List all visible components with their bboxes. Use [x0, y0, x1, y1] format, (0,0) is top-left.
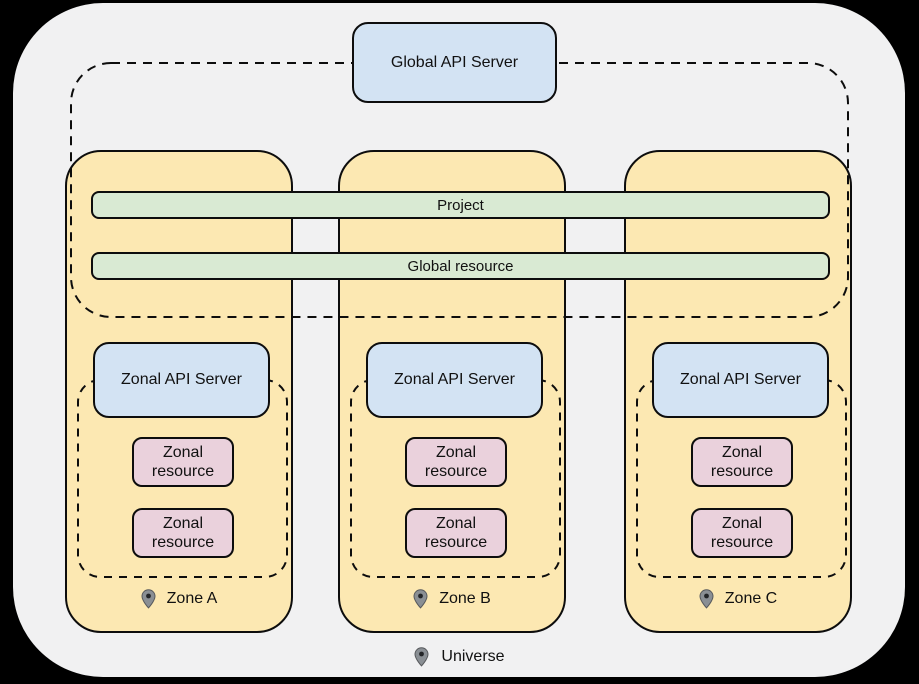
zone-container-c: Zonal API Server Zonal resource Zonal re… — [624, 150, 852, 633]
location-pin-icon — [414, 647, 429, 667]
global-api-server-label: Global API Server — [390, 53, 519, 71]
project-bar: Project — [91, 191, 830, 219]
zonal-resource-label: Zonal resource — [424, 514, 488, 551]
zonal-api-server-box: Zonal API Server — [366, 342, 543, 418]
zonal-api-server-label: Zonal API Server — [680, 371, 801, 388]
zone-label: Zone A — [67, 583, 291, 615]
zonal-resource-box: Zonal resource — [132, 508, 234, 558]
location-pin-icon — [699, 589, 714, 609]
zonal-resource-box: Zonal resource — [132, 437, 234, 487]
zonal-api-server-label: Zonal API Server — [121, 371, 242, 388]
project-bar-label: Project — [437, 196, 484, 214]
location-pin-icon — [413, 589, 428, 609]
zonal-resource-box: Zonal resource — [691, 437, 793, 487]
universe-label-text: Universe — [441, 648, 505, 665]
zonal-api-server-label: Zonal API Server — [394, 371, 515, 388]
zone-container-a: Zonal API Server Zonal resource Zonal re… — [65, 150, 293, 633]
zone-label: Zone B — [340, 583, 564, 615]
zonal-resource-box: Zonal resource — [405, 508, 507, 558]
zonal-api-server-box: Zonal API Server — [652, 342, 829, 418]
zone-label: Zone C — [626, 583, 850, 615]
zone-name: Zone A — [166, 590, 218, 607]
location-pin-icon — [141, 589, 156, 609]
zonal-resource-label: Zonal resource — [424, 443, 488, 480]
global-api-server-box: Global API Server — [352, 22, 557, 103]
zonal-resource-label: Zonal resource — [151, 443, 215, 480]
zonal-resource-label: Zonal resource — [710, 514, 774, 551]
zonal-api-server-box: Zonal API Server — [93, 342, 270, 418]
global-resource-bar-label: Global resource — [407, 257, 514, 275]
zone-name: Zone B — [439, 590, 491, 607]
zonal-resource-box: Zonal resource — [405, 437, 507, 487]
zonal-resource-label: Zonal resource — [710, 443, 774, 480]
zonal-resource-box: Zonal resource — [691, 508, 793, 558]
zonal-resource-label: Zonal resource — [151, 514, 215, 551]
zone-container-b: Zonal API Server Zonal resource Zonal re… — [338, 150, 566, 633]
universe-label: Universe — [0, 643, 919, 671]
zone-name: Zone C — [724, 590, 778, 607]
global-resource-bar: Global resource — [91, 252, 830, 280]
